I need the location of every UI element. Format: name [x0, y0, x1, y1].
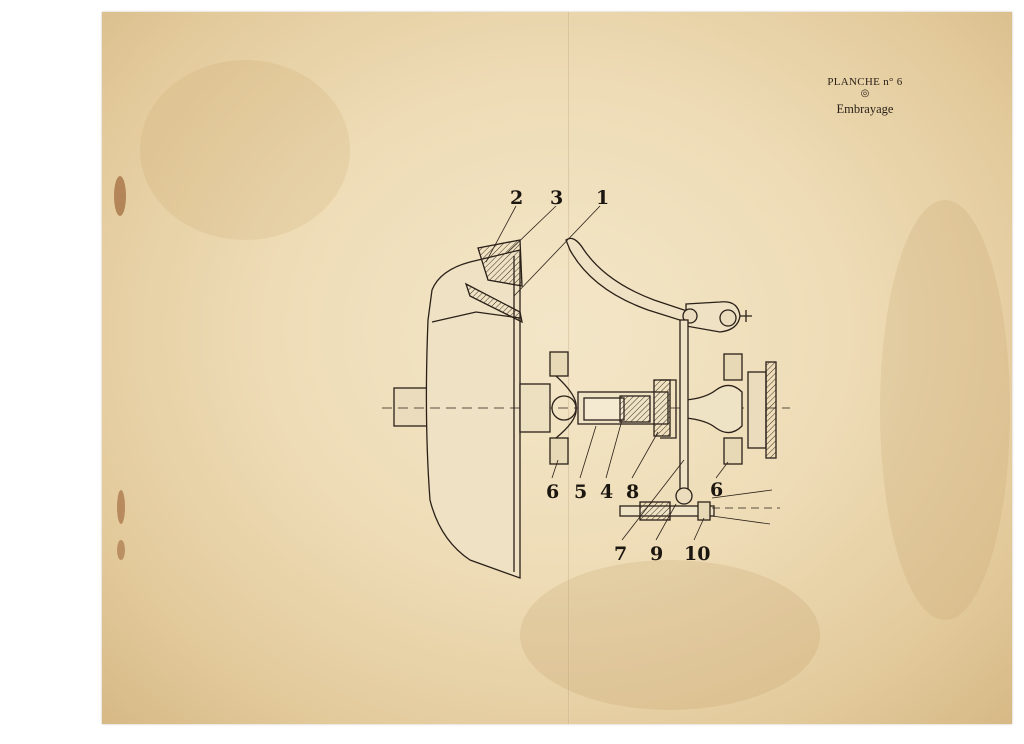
lever-pivot [719, 309, 737, 327]
callout-5: 5 [574, 481, 587, 503]
right-joint-bolt-bottom [723, 437, 743, 465]
leader-8 [631, 431, 659, 479]
left-joint-body [555, 375, 577, 439]
right-joint-bolt-top [723, 353, 743, 381]
clutch-pedal [565, 237, 691, 323]
leader-6-left [551, 459, 559, 479]
gearbox-input-flange [747, 371, 767, 449]
callout-4: 4 [600, 481, 613, 503]
callout-2: 2 [510, 187, 523, 209]
plate-ornament: ◎ [860, 88, 870, 99]
flywheel [425, 249, 521, 579]
leader-5 [579, 425, 597, 479]
clutch-spring-plate [431, 311, 521, 323]
coupling-sleeve [619, 395, 651, 423]
thrust-bearing [653, 379, 671, 437]
adjuster-eye [675, 487, 693, 505]
callout-8: 8 [626, 481, 639, 503]
stop-line-upper [711, 489, 773, 499]
gearbox-face [765, 361, 777, 459]
stop-line-lower [711, 515, 771, 525]
callout-6-left: 6 [546, 481, 559, 503]
left-joint-bolt-bottom [549, 437, 569, 465]
leader-7 [621, 459, 685, 541]
plate-number: PLANCHE n° 6 [827, 76, 903, 88]
callout-6-right: 6 [710, 479, 723, 501]
plate-title: Embrayage [836, 102, 894, 116]
leader-2 [485, 205, 517, 263]
leader-3 [505, 205, 557, 255]
right-joint-body [685, 384, 743, 434]
leader-4 [605, 419, 623, 479]
callout-3: 3 [550, 187, 563, 209]
callout-9: 9 [650, 543, 663, 565]
clutch-leather [464, 282, 523, 324]
pivot-bolt [740, 310, 752, 322]
leader-9 [655, 503, 677, 541]
plate-header: PLANCHE n° 6 ◎ Embrayage [800, 76, 930, 117]
leader-1 [513, 205, 601, 297]
callout-1: 1 [596, 187, 609, 209]
left-joint-ball [551, 395, 577, 421]
leader-6-right [715, 461, 729, 479]
clutch-cone [477, 239, 523, 287]
leader-10 [693, 517, 705, 541]
callout-labels: 2 3 1 6 5 4 8 6 7 9 10 [510, 187, 723, 565]
hub [519, 383, 551, 433]
left-joint-bolt-top [549, 351, 569, 377]
lock-nut [697, 501, 711, 521]
callout-7: 7 [614, 543, 627, 565]
page-fold [568, 12, 570, 724]
release-fork [660, 379, 677, 439]
inner-shaft [583, 397, 625, 421]
callout-10: 10 [684, 543, 710, 565]
link-rod [679, 319, 689, 491]
